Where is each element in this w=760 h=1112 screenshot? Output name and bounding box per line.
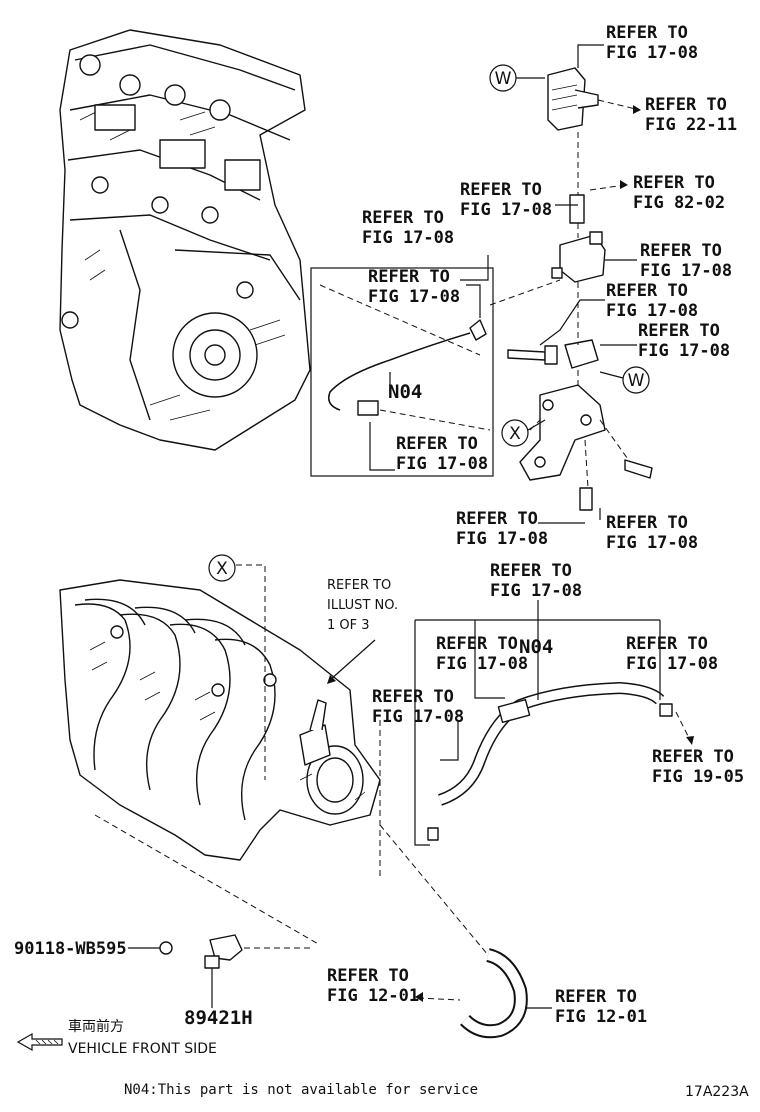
part-n04-lower[interactable]: N04 xyxy=(519,636,553,658)
callout-fig-22-11[interactable]: REFER TO FIG 22-11 xyxy=(645,95,737,135)
marker-w-mid: W xyxy=(599,366,650,394)
callout-fig-17-08-vsv[interactable]: REFER TO FIG 17-08 xyxy=(640,241,732,281)
svg-text:REFER TO: REFER TO xyxy=(645,95,727,115)
engine-block-illustration xyxy=(59,29,311,451)
svg-text:FIG 17-08: FIG 17-08 xyxy=(362,228,454,248)
svg-text:X: X xyxy=(509,424,521,444)
svg-text:REFER TO: REFER TO xyxy=(638,321,720,341)
svg-text:FIG 17-08: FIG 17-08 xyxy=(606,301,698,321)
marker-x-mid: X xyxy=(501,419,546,447)
svg-text:REFER TO: REFER TO xyxy=(327,966,409,986)
svg-text:FIG 17-08: FIG 17-08 xyxy=(606,43,698,63)
svg-text:FIG 12-01: FIG 12-01 xyxy=(327,986,419,1006)
vsv-bracket-assembly xyxy=(507,67,653,511)
svg-text:FIG 17-08: FIG 17-08 xyxy=(368,287,460,307)
svg-text:REFER TO: REFER TO xyxy=(362,208,444,228)
svg-text:FIG 22-11: FIG 22-11 xyxy=(645,115,737,135)
callout-fig-12-01-left[interactable]: REFER TO FIG 12-01 xyxy=(327,966,419,1006)
svg-text:REFER TO: REFER TO xyxy=(640,241,722,261)
svg-text:FIG 17-08: FIG 17-08 xyxy=(456,529,548,549)
part-n04-upper[interactable]: N04 xyxy=(388,381,422,403)
svg-text:REFER TO: REFER TO xyxy=(396,434,478,454)
callout-fig-17-08-bolt[interactable]: REFER TO FIG 17-08 xyxy=(606,281,698,321)
svg-text:W: W xyxy=(495,69,512,89)
marker-x-lower: X xyxy=(208,554,236,582)
svg-text:REFER TO: REFER TO xyxy=(368,267,450,287)
svg-text:REFER TO: REFER TO xyxy=(436,634,518,654)
callout-fig-17-08-box-top[interactable]: REFER TO FIG 17-08 xyxy=(362,208,454,248)
marker-w-top: W xyxy=(489,64,545,92)
svg-text:FIG 17-08: FIG 17-08 xyxy=(436,654,528,674)
part-bolt-number[interactable]: 90118-WB595 xyxy=(14,939,127,959)
svg-text:1 OF 3: 1 OF 3 xyxy=(327,618,370,633)
hose-detail-box xyxy=(310,267,494,477)
svg-text:X: X xyxy=(216,559,228,579)
svg-text:REFER TO: REFER TO xyxy=(606,513,688,533)
svg-text:REFER TO: REFER TO xyxy=(606,23,688,43)
svg-text:REFER TO: REFER TO xyxy=(490,561,572,581)
sensor-group xyxy=(94,814,321,969)
figure-code: 17A223A xyxy=(685,1084,749,1100)
svg-text:W: W xyxy=(628,371,645,391)
svg-text:FIG 17-08: FIG 17-08 xyxy=(640,261,732,281)
callout-fig-17-08-hose-right[interactable]: REFER TO FIG 17-08 xyxy=(626,634,718,674)
callout-fig-17-08-top[interactable]: REFER TO FIG 17-08 xyxy=(606,23,698,63)
svg-text:REFER TO: REFER TO xyxy=(372,687,454,707)
vehicle-front-indicator: 車両前方 VEHICLE FRONT SIDE xyxy=(16,1018,217,1057)
water-hose-bottom xyxy=(379,824,528,1039)
leader-lines xyxy=(128,44,694,1009)
front-arrow-icon xyxy=(16,1032,63,1052)
svg-text:FIG 17-08: FIG 17-08 xyxy=(606,533,698,553)
svg-text:FIG 17-08: FIG 17-08 xyxy=(490,581,582,601)
svg-text:FIG 17-08: FIG 17-08 xyxy=(626,654,718,674)
callout-fig-17-08-box-clip[interactable]: REFER TO FIG 17-08 xyxy=(368,267,460,307)
svg-text:REFER TO: REFER TO xyxy=(626,634,708,654)
illust-reference[interactable]: REFER TO ILLUST NO. 1 OF 3 xyxy=(327,578,398,633)
callout-fig-19-05[interactable]: REFER TO FIG 19-05 xyxy=(652,747,744,787)
svg-text:FIG 17-08: FIG 17-08 xyxy=(372,707,464,727)
svg-text:ILLUST NO.: ILLUST NO. xyxy=(327,598,398,613)
svg-text:FIG 17-08: FIG 17-08 xyxy=(396,454,488,474)
callout-fig-17-08-hose-top[interactable]: REFER TO FIG 17-08 xyxy=(490,561,582,601)
svg-text:FIG 19-05: FIG 19-05 xyxy=(652,767,744,787)
callout-fig-17-08-lower-bolt-left[interactable]: REFER TO FIG 17-08 xyxy=(456,509,548,549)
callout-fig-17-08-bracket[interactable]: REFER TO FIG 17-08 xyxy=(638,321,730,361)
callout-fig-17-08-box-clamp[interactable]: REFER TO FIG 17-08 xyxy=(396,434,488,474)
svg-text:REFER TO: REFER TO xyxy=(633,173,715,193)
svg-text:FIG 12-01: FIG 12-01 xyxy=(555,1007,647,1027)
svg-text:REFER TO: REFER TO xyxy=(606,281,688,301)
front-label-jp: 車両前方 xyxy=(68,1018,124,1035)
callout-fig-17-08-lower-bolt-right[interactable]: REFER TO FIG 17-08 xyxy=(606,513,698,553)
front-label-en: VEHICLE FRONT SIDE xyxy=(68,1041,217,1057)
svg-text:FIG 17-08: FIG 17-08 xyxy=(638,341,730,361)
callout-fig-12-01-right[interactable]: REFER TO FIG 12-01 xyxy=(555,987,647,1027)
svg-text:REFER TO: REFER TO xyxy=(327,578,391,593)
callout-fig-17-08-pipe[interactable]: REFER TO FIG 17-08 xyxy=(460,180,552,220)
footnote: N04:This part is not available for servi… xyxy=(124,1082,478,1098)
svg-text:REFER TO: REFER TO xyxy=(460,180,542,200)
svg-text:REFER TO: REFER TO xyxy=(555,987,637,1007)
svg-text:FIG 82-02: FIG 82-02 xyxy=(633,193,725,213)
intake-manifold-illustration xyxy=(59,579,381,861)
callout-fig-17-08-hose-left[interactable]: REFER TO FIG 17-08 xyxy=(372,687,464,727)
callout-fig-82-02[interactable]: REFER TO FIG 82-02 xyxy=(633,173,725,213)
svg-text:REFER TO: REFER TO xyxy=(652,747,734,767)
callout-fig-17-08-hose-mid[interactable]: REFER TO FIG 17-08 xyxy=(436,634,528,674)
svg-text:REFER TO: REFER TO xyxy=(456,509,538,529)
svg-text:FIG 17-08: FIG 17-08 xyxy=(460,200,552,220)
part-sensor-number[interactable]: 89421H xyxy=(184,1007,253,1029)
